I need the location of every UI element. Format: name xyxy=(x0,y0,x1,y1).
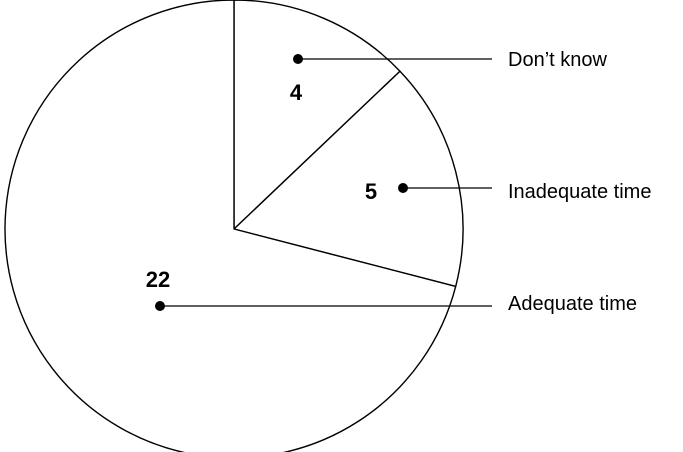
value-label-don-t-know: 4 xyxy=(290,80,303,105)
slice-label-don-t-know: Don’t know xyxy=(508,49,607,71)
value-label-inadequate-time: 5 xyxy=(365,179,377,204)
slice-label-inadequate-time: Inadequate time xyxy=(508,181,651,203)
pie-slice-adequate-time xyxy=(4,0,457,452)
leader-dot-don-t-know xyxy=(293,54,303,64)
leader-dot-adequate-time xyxy=(155,301,165,311)
leader-dot-inadequate-time xyxy=(398,183,408,193)
pie-slice-don-t-know xyxy=(233,0,401,230)
pie-slices xyxy=(4,0,464,452)
pie-slice-inadequate-time xyxy=(233,70,464,288)
value-label-adequate-time: 22 xyxy=(146,267,170,292)
slice-label-adequate-time: Adequate time xyxy=(508,293,637,315)
